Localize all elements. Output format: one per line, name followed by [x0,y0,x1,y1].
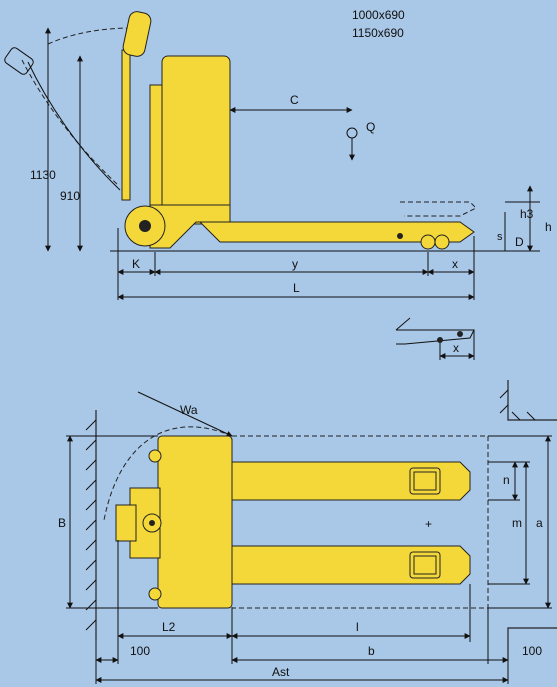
load-center-icon [346,127,358,139]
fork-tip-detail: x [395,317,475,360]
right-wall-top-hatch [499,389,536,421]
dim-s: s [497,231,503,243]
dim-100-right: 100 [522,644,542,658]
caster-top [148,449,162,463]
swing-arc [103,426,233,521]
dim-Ast: Ast [272,665,290,679]
fork-size-2: 1150x690 [352,26,404,40]
battery-cover [161,55,231,225]
dim-100-left: 100 [130,644,150,658]
pallet-outline [231,435,489,609]
dim-h3: h3 [520,207,534,221]
dim-n: n [503,473,510,487]
handle-grip [122,11,152,57]
load-roller-2 [434,234,450,250]
left-wall-hatch [85,419,97,631]
dim-Wa: Wa [180,403,198,417]
handle-tilted-outline [21,59,119,186]
dim-y: y [292,257,298,271]
dim-l: l [356,620,359,634]
roller-top [409,467,441,495]
dim-1130: 1130 [30,168,56,182]
dim-Wa-line [137,391,233,437]
handle-tilted-grip [4,47,34,75]
side-view: 1130 910 C Q h3 h s D K y x L [4,11,552,300]
fork-pivot [397,233,403,239]
right-wall-top [507,380,557,421]
caster-bottom [148,587,162,601]
load-Q: Q [366,120,375,134]
dim-x: x [452,257,458,271]
dim-L2: L2 [162,620,176,634]
tiller-head [115,504,137,542]
dim-K: K [132,257,140,271]
roller-bottom [409,551,441,579]
dim-C: C [290,93,299,107]
handle-shaft [121,49,131,201]
fork-raised-outline [400,201,477,217]
dim-a: a [536,516,543,530]
top-view: Wa + B n m a [58,380,557,684]
fork-size-1: 1000x690 [352,8,405,22]
dim-B: B [58,516,66,530]
dim-D: D [515,235,524,249]
dim-910: 910 [60,189,80,203]
chassis-lower [149,204,231,249]
truck-body [157,435,233,609]
center-mark: + [425,517,432,531]
right-wall-bottom [507,627,557,660]
handle-tilted-shaft [27,61,121,191]
dim-h: h [545,220,552,234]
dim-m: m [512,516,522,530]
dim-L: L [293,281,300,295]
handle-arc [47,27,133,45]
dim-b: b [368,644,375,658]
load-roller-1 [420,234,436,250]
dim-x-detail: x [453,341,459,355]
drive-wheel-hub [139,220,151,232]
fork [198,221,475,243]
